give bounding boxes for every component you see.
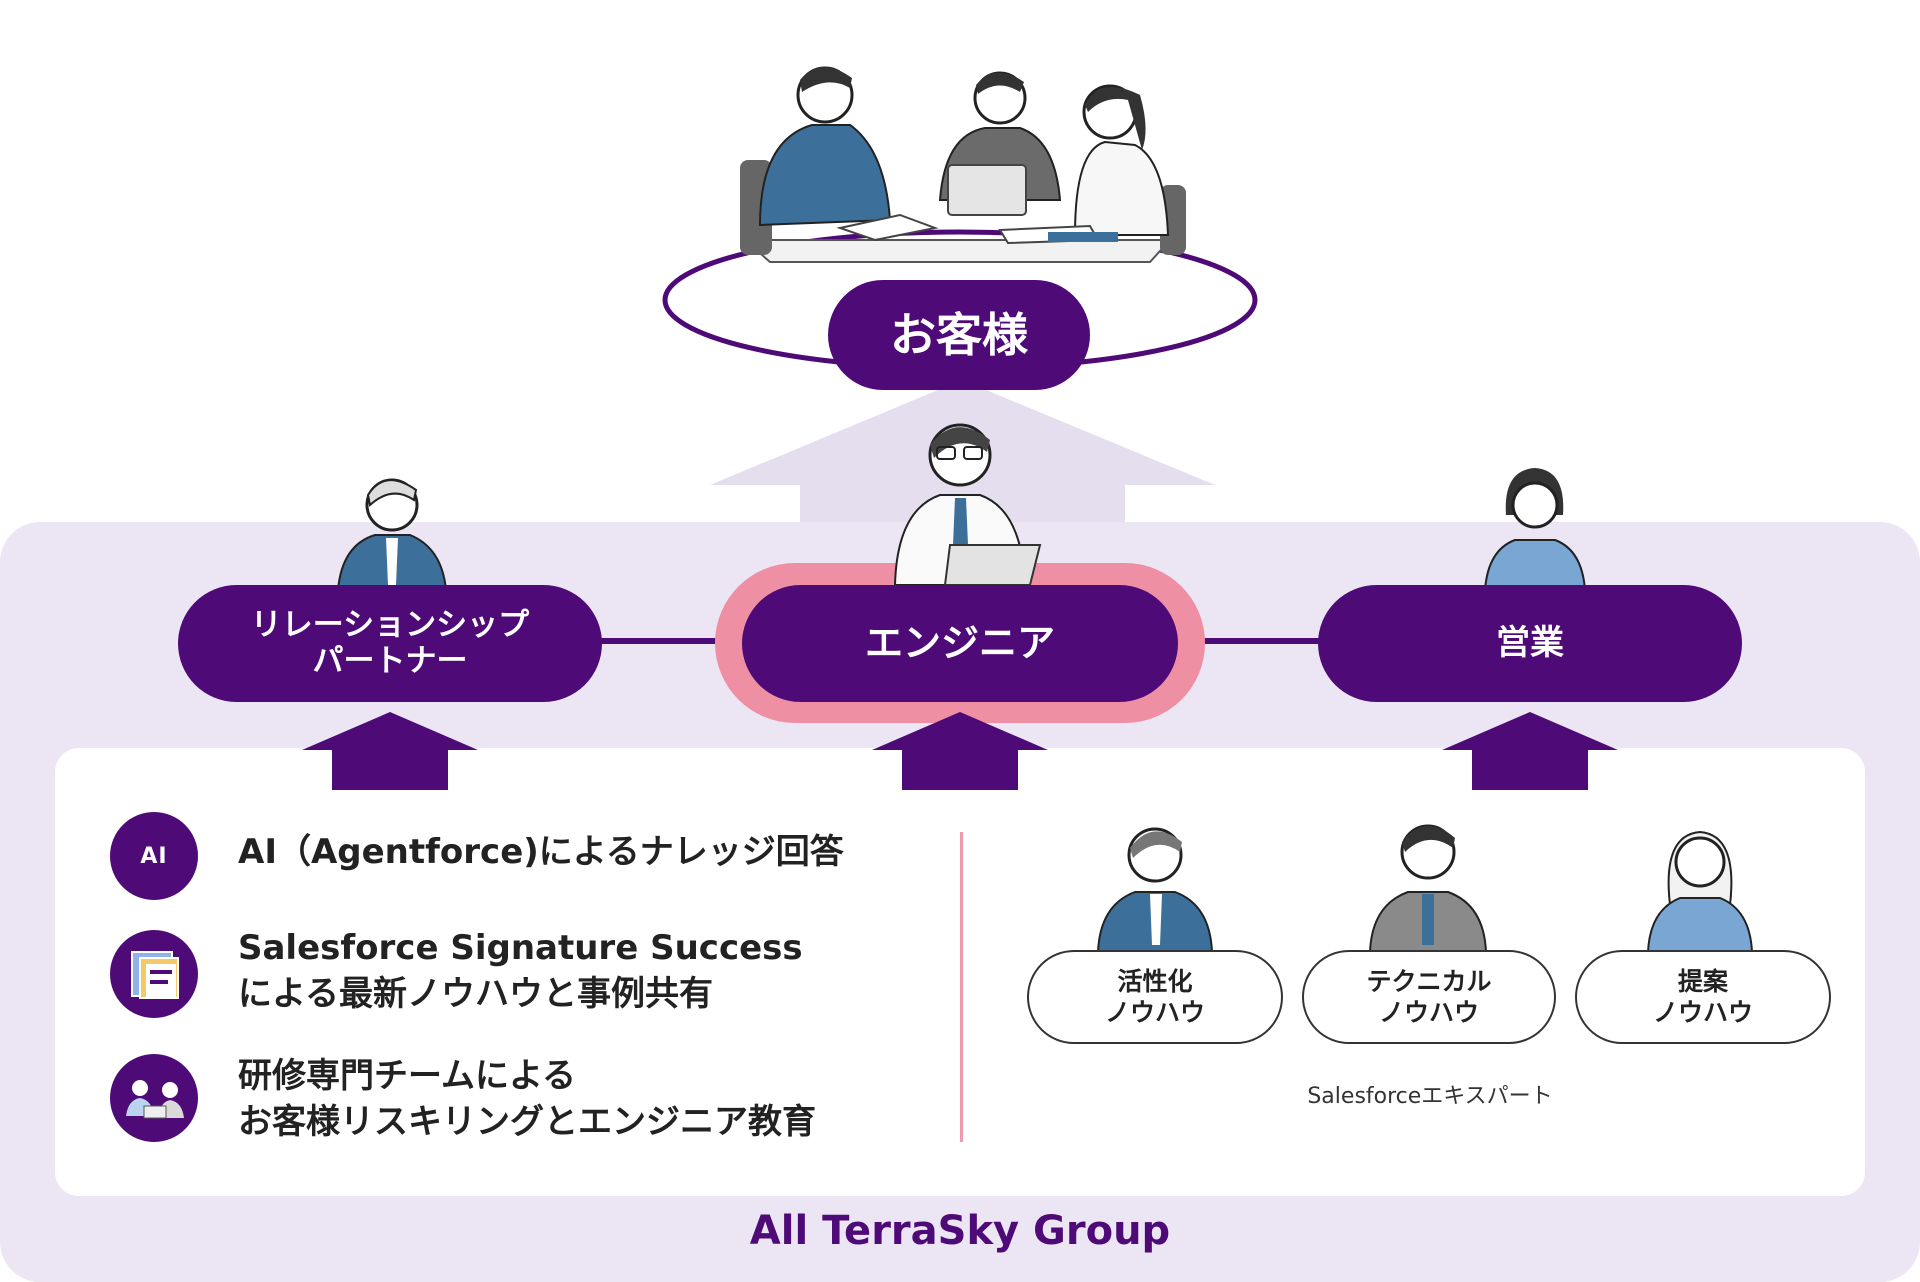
experts-caption: Salesforceエキスパート [1307, 1084, 1553, 1109]
customer-pill: お客様 [828, 280, 1090, 390]
engineer-label: エンジニア [864, 620, 1055, 665]
expert-person-icon [1646, 830, 1754, 953]
sales-label: 営業 [1496, 622, 1564, 663]
expertise-technical-line2: ノウハウ [1378, 998, 1479, 1027]
expertise-proposal-line2: ノウハウ [1652, 998, 1753, 1027]
role-pill-engineer: エンジニア [742, 585, 1178, 702]
feature-training-line2: お客様リスキリングとエンジニア教育 [238, 1101, 816, 1142]
expertise-activation-line2: ノウハウ [1104, 998, 1205, 1027]
expertise-technical-line1: テクニカル [1366, 966, 1492, 996]
documents-icon [110, 930, 198, 1018]
training-team-icon [110, 1054, 198, 1142]
ai-badge-icon: AI [110, 812, 198, 900]
sales-person-icon [1483, 468, 1587, 591]
feature-training-line1: 研修専門チームによる [238, 1056, 576, 1096]
role-pill-sales: 営業 [1318, 585, 1742, 702]
group-label: All TerraSky Group [749, 1208, 1171, 1254]
documents-icon-graphic [131, 951, 179, 999]
feature-training: 研修専門チームによる お客様リスキリングとエンジニア教育 [238, 1054, 816, 1146]
engineer-person-icon [893, 423, 1042, 586]
feature-signature-success: Salesforce Signature Success による最新ノウハウと事… [238, 926, 803, 1018]
role-pill-relationship-partner: リレーションシップ パートナー [178, 585, 602, 702]
expertise-proposal-line1: 提案 [1677, 966, 1728, 996]
partner-person-icon [336, 478, 448, 591]
feature-ai-knowledge: AI（Agentforce)によるナレッジ回答 [238, 830, 844, 876]
panel-divider [960, 832, 963, 1142]
arrow-up-icon [302, 712, 478, 790]
relationship-partner-line2: パートナー [312, 642, 468, 679]
expert-person-icon [1096, 827, 1214, 953]
arrow-up-icon [1442, 712, 1618, 790]
arrow-up-icon [872, 712, 1048, 790]
expertise-activation-line1: 活性化 [1117, 966, 1193, 996]
relationship-partner-line1: リレーションシップ [250, 606, 530, 643]
feature-ai-line1: AI（Agentforce)によるナレッジ回答 [238, 832, 844, 872]
training-team-icon-graphic [126, 1080, 184, 1119]
expert-person-icon [1368, 824, 1488, 953]
customer-label: お客様 [890, 307, 1028, 362]
expertise-pill-technical: テクニカル ノウハウ [1302, 950, 1556, 1044]
expertise-pill-activation: 活性化 ノウハウ [1027, 950, 1283, 1044]
feature-signature-line2: による最新ノウハウと事例共有 [238, 973, 713, 1014]
expertise-pill-proposal: 提案 ノウハウ [1575, 950, 1831, 1044]
feature-signature-line1: Salesforce Signature Success [238, 928, 803, 968]
ai-badge-text: AI [140, 843, 168, 869]
